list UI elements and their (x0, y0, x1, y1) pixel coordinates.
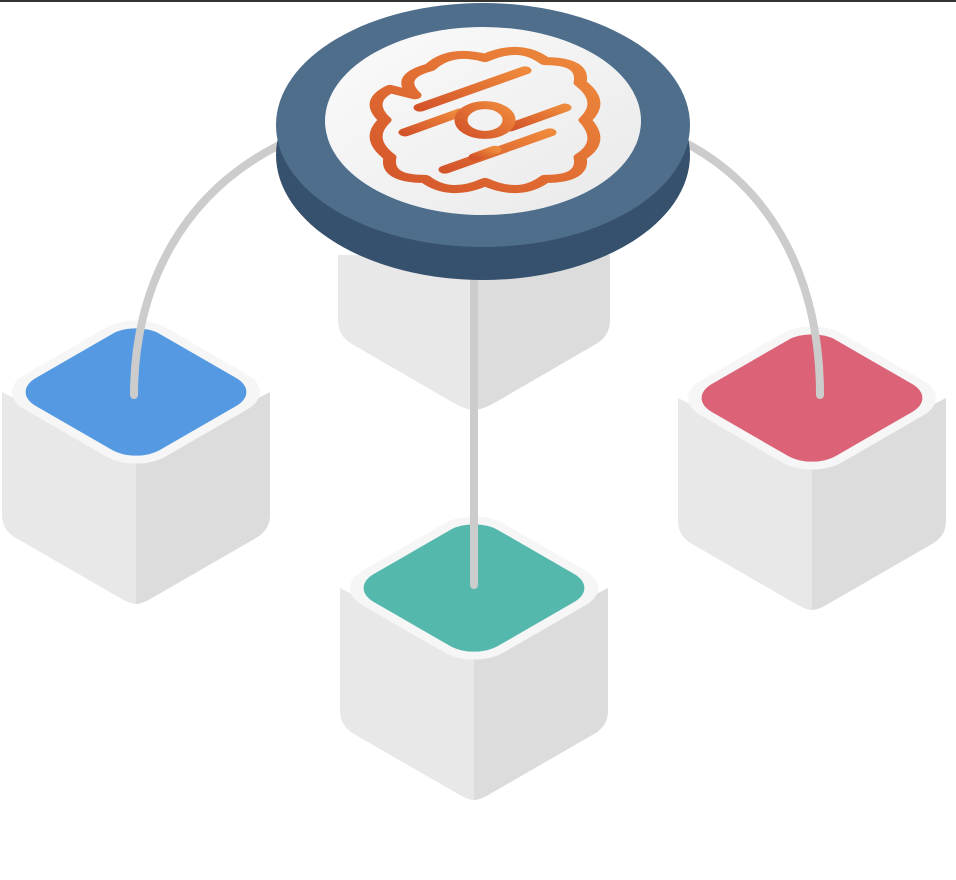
right-node-top (701, 334, 923, 462)
bottom-node[interactable] (333, 506, 616, 800)
connectors (130, 136, 824, 589)
top-border-line (0, 0, 956, 2)
hub-face (325, 27, 641, 215)
hub[interactable] (276, 3, 690, 280)
connector-left (130, 136, 294, 399)
left-node[interactable] (0, 310, 277, 604)
hub-base-cube (338, 255, 610, 410)
connector-right (676, 136, 824, 399)
orange-knot-logo-icon (369, 46, 601, 194)
right-node[interactable] (671, 316, 954, 610)
